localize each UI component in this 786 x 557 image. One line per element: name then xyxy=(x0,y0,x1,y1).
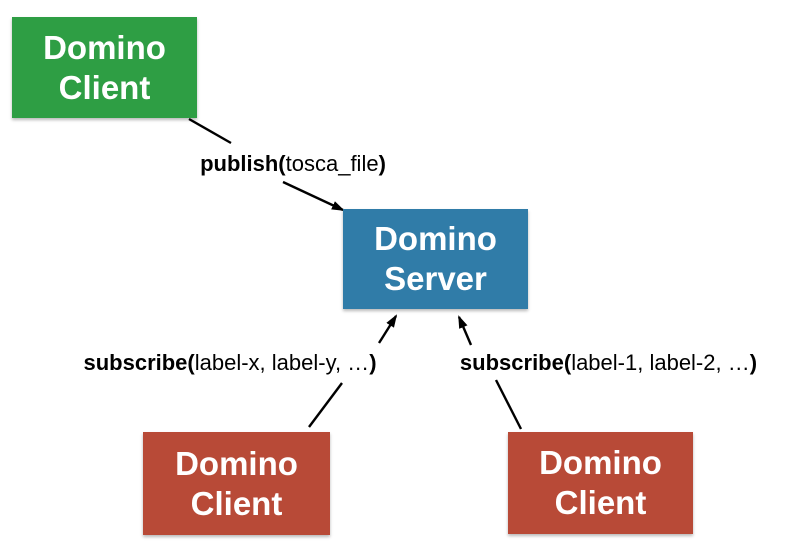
subscribe-right-label-prefix: subscribe( xyxy=(459,350,572,375)
node-domino-client-top: Domino Client xyxy=(12,17,197,118)
publish-label-suffix: ) xyxy=(378,151,386,176)
node-domino-server: Domino Server xyxy=(343,209,528,309)
node-label-line: Client xyxy=(554,484,647,521)
node-label-line: Client xyxy=(190,484,283,522)
node-label-line: Client xyxy=(58,68,151,106)
node-domino-client-bottom-left: Domino Client xyxy=(143,432,330,535)
subscribe-right-label-args: label-1, label-2, … xyxy=(571,350,750,375)
publish-label-prefix: publish( xyxy=(200,151,286,176)
node-label-line: Server xyxy=(384,260,487,297)
subscribe-right-edge-label: subscribe(label-1, label-2, …) xyxy=(426,350,786,375)
node-domino-client-bottom-right: Domino Client xyxy=(508,432,693,534)
node-label-line: Domino xyxy=(539,444,662,481)
subscribe-left-edge-label: subscribe(label-x, label-y, …) xyxy=(40,350,420,375)
subscribe-left-label-suffix: ) xyxy=(369,350,377,375)
node-label-line: Domino xyxy=(175,444,298,482)
node-label-line: Domino xyxy=(374,220,497,257)
subscribe-left-label-args: label-x, label-y, … xyxy=(194,350,370,375)
publish-label-args: tosca_file xyxy=(285,151,379,176)
node-label-line: Domino xyxy=(43,28,166,66)
subscribe-right-label-suffix: ) xyxy=(749,350,758,375)
subscribe-left-label-prefix: subscribe( xyxy=(83,350,195,375)
publish-edge-label: publish(tosca_file) xyxy=(153,151,433,176)
